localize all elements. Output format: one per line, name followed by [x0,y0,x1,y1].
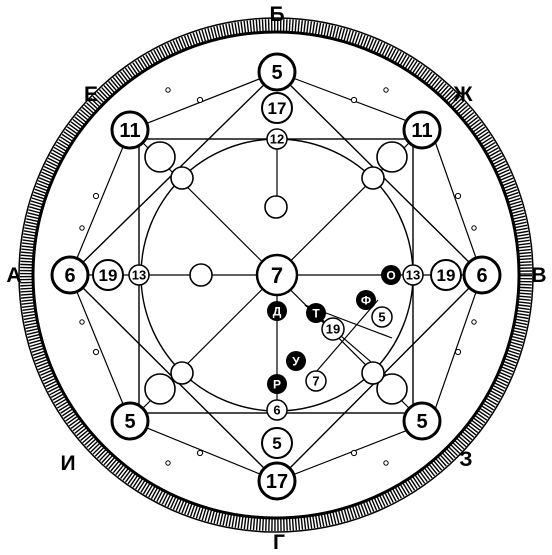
direction-labels: Б Е Ж А В И З Г [6,3,546,554]
node-top-mid: 17 [261,92,293,124]
node-bottom-left-corner: 5 [110,401,150,441]
node-value: 6 [273,403,280,418]
node-value: 6 [476,265,487,287]
node-value: 11 [119,120,140,142]
node-value: 5 [378,310,385,325]
label-bottom: Г [273,531,285,554]
label-right: В [531,264,546,287]
empty-nodes [144,141,408,405]
numbered-nodes: 5 17 12 11 11 6 19 13 7 13 19 6 6 5 17 5 5 19 5 7 [50,52,502,501]
node-value: 5 [271,62,282,84]
node-value: 6 [64,265,75,287]
node-top-outer: 5 [257,52,297,92]
node-top-left-corner: 11 [110,110,150,150]
label-bottom-right: З [459,448,472,471]
node-circle [305,370,327,392]
node-top-inner: 12 [266,128,288,150]
node-right-outer: 6 [462,255,502,295]
label-bottom-left: И [60,452,75,475]
node-line-t: 19 [321,317,345,341]
node-right-mid: 19 [430,259,462,291]
node-left-outer: 6 [50,255,90,295]
marker-d: Д [267,301,287,321]
label-left: А [6,264,21,287]
marker-r: Р [267,374,287,394]
node-value: 5 [124,411,135,433]
marker-dot [381,265,401,285]
node-circle [255,253,299,297]
node-circle [261,427,293,459]
node-value: 19 [99,266,118,285]
marker-dot [286,351,306,371]
node-value: 12 [270,132,284,147]
label-top-left: Е [84,83,98,106]
node-left-mid: 19 [92,259,124,291]
node-circle [402,110,442,150]
label-top-right: Ж [453,83,474,106]
marker-letter: Р [273,378,281,392]
marker-dot [267,301,287,321]
marker-letter: Т [312,307,320,321]
marker-dot [267,374,287,394]
node-value: 5 [416,411,427,433]
node-circle [402,264,424,286]
node-bottom-inner: 6 [266,399,288,421]
node-value: 13 [406,268,420,283]
marker-t: Т [306,303,326,323]
marker-f: Ф [356,290,376,310]
outer-ring [18,17,534,533]
node-circle [110,401,150,441]
octagon-dots [79,87,477,466]
node-circle [92,259,124,291]
node-circle [430,259,462,291]
node-value: 7 [312,374,319,389]
node-circle [110,110,150,150]
node-circle [257,461,297,501]
marker-letter: О [386,269,395,283]
node-circle [402,401,442,441]
node-left-inner: 13 [128,264,150,286]
marker-u: У [286,351,306,371]
node-circle [371,306,393,328]
node-value: 17 [268,99,287,118]
marker-letter: Ф [361,294,371,308]
node-circle [266,128,288,150]
node-value: 19 [437,266,456,285]
node-circle [128,264,150,286]
marker-letter: У [292,355,300,369]
node-circle [266,399,288,421]
marker-letter: Д [273,305,282,319]
node-bottom-right-corner: 5 [402,401,442,441]
node-line-u: 7 [305,370,327,392]
node-top-right-corner: 11 [402,110,442,150]
node-value: 5 [272,434,281,453]
node-value: 17 [266,471,288,493]
node-line-f: 5 [371,306,393,328]
node-center: 7 [255,253,299,297]
node-circle [462,255,502,295]
node-circle [261,92,293,124]
node-bottom-outer: 17 [257,461,297,501]
marker-dot [306,303,326,323]
node-value: 7 [271,263,283,288]
node-bottom-mid: 5 [261,427,293,459]
letter-markers: О Д Т Ф УР [267,265,401,394]
marker-o: О [381,265,401,285]
node-right-inner: 13 [402,264,424,286]
marker-dot [356,290,376,310]
node-circle [50,255,90,295]
label-top: Б [269,3,284,26]
node-value: 13 [132,268,146,283]
node-circle [257,52,297,92]
node-value: 19 [326,322,340,337]
node-value: 11 [411,120,432,142]
node-circle [321,317,345,341]
